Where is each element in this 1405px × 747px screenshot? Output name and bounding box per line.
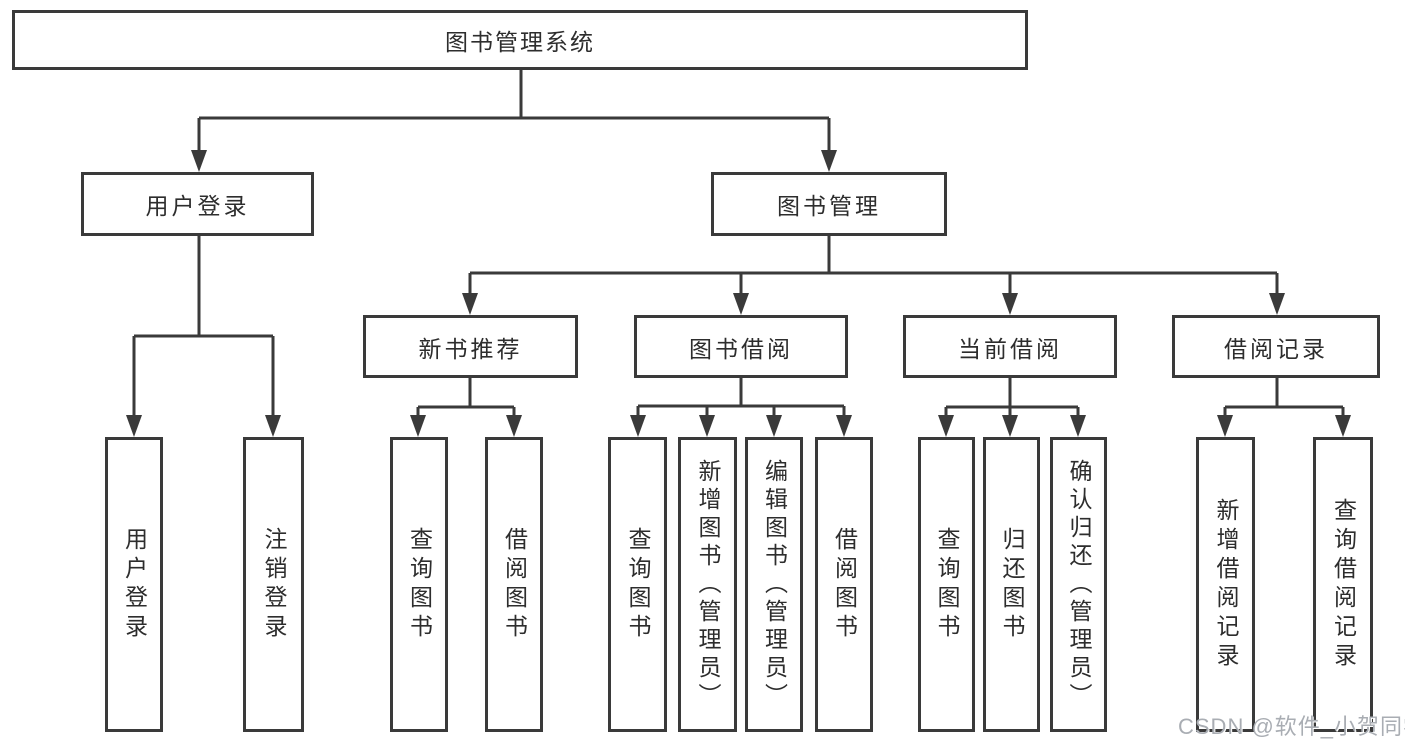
node-book-borrow: 图书借阅 xyxy=(634,315,848,378)
leaf-add-borrow-record: 新增借阅记录 xyxy=(1196,437,1255,732)
leaf-query-books-current: 查询图书 xyxy=(918,437,975,732)
node-new-book-recommend: 新书推荐 xyxy=(363,315,578,378)
leaf-user-login: 用户登录 xyxy=(105,437,163,732)
leaf-return-books: 归还图书 xyxy=(983,437,1040,732)
leaf-borrow-books-borrow: 借阅图书 xyxy=(815,437,873,732)
leaf-borrow-books-recommend: 借阅图书 xyxy=(485,437,543,732)
node-user-login: 用户登录 xyxy=(81,172,314,236)
leaf-logout: 注销登录 xyxy=(243,437,304,732)
leaf-add-books-admin: 新增图书（管理员） xyxy=(678,437,737,732)
leaf-confirm-return-admin: 确认归还（管理员） xyxy=(1050,437,1107,732)
node-root: 图书管理系统 xyxy=(12,10,1028,70)
watermark: CSDN @软件_小贺同学 xyxy=(1178,714,1405,739)
node-borrow-records: 借阅记录 xyxy=(1172,315,1380,378)
leaf-query-books-borrow: 查询图书 xyxy=(608,437,667,732)
leaf-query-books-recommend: 查询图书 xyxy=(390,437,448,732)
leaf-edit-books-admin: 编辑图书（管理员） xyxy=(745,437,803,732)
node-book-management: 图书管理 xyxy=(711,172,947,236)
leaf-query-borrow-record: 查询借阅记录 xyxy=(1313,437,1373,732)
node-current-borrow: 当前借阅 xyxy=(903,315,1117,378)
